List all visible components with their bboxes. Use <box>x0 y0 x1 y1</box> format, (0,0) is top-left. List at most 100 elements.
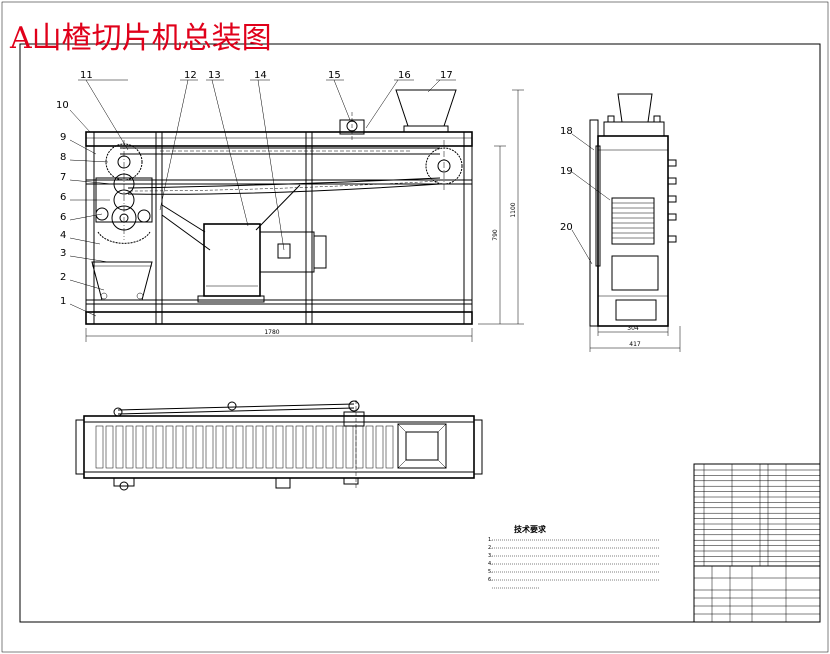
conveyor-slat <box>195 425 204 469</box>
conveyor-slat <box>215 425 224 469</box>
callout-11: 11 <box>80 70 93 81</box>
feed-hopper <box>395 89 457 133</box>
frame-leg-right <box>463 131 473 325</box>
conveyor-slat <box>135 425 144 469</box>
lower-drive-chain <box>127 177 441 195</box>
side-cutter-window <box>611 197 655 245</box>
top-view <box>75 400 483 491</box>
side-view: 304 417 <box>571 93 681 352</box>
notes-title: 技术要求 <box>514 524 547 534</box>
conveyor-slat <box>295 425 304 469</box>
note-6: 6. <box>488 577 493 583</box>
conveyor-slat <box>255 425 264 469</box>
note-5: 5. <box>488 569 493 575</box>
callout-19: 19 <box>560 166 573 177</box>
left-sprocket-group <box>95 140 153 244</box>
conveyor-slat <box>345 425 354 469</box>
conveyor-slat <box>355 425 364 469</box>
front-view: 1780 790 1100 <box>69 79 524 342</box>
top-feed-box <box>397 423 447 469</box>
side-top-block <box>603 121 665 137</box>
conveyor-slat <box>285 425 294 469</box>
conveyor-slat <box>265 425 274 469</box>
conveyor-slat <box>185 425 194 469</box>
callout-8: 8 <box>60 152 66 163</box>
callout-9: 9 <box>60 132 66 143</box>
callout-4: 4 <box>60 230 66 241</box>
callout-12: 12 <box>184 70 197 81</box>
conveyor-slat <box>225 425 234 469</box>
bearing-seat <box>339 112 365 140</box>
cutter-arc <box>97 231 151 244</box>
frame-base <box>85 311 473 325</box>
callout-16: 16 <box>398 70 411 81</box>
side-base-box <box>615 299 657 321</box>
conveyor-slat <box>385 425 394 469</box>
conveyor-slat <box>245 425 254 469</box>
reducer-box <box>203 223 261 297</box>
conveyor-slat <box>95 425 104 469</box>
motor-assembly <box>197 223 327 303</box>
side-shaft-rail <box>595 145 601 267</box>
front-leaders <box>69 79 456 317</box>
side-leaders <box>571 133 611 265</box>
front-dimensions <box>85 89 524 342</box>
callout-7: 7 <box>60 172 66 183</box>
conveyor-slat <box>145 425 154 469</box>
conveyor-slat <box>205 425 214 469</box>
frame-top-rail <box>85 131 473 147</box>
small-wheel-b <box>137 209 151 223</box>
conveyor-slat <box>315 425 324 469</box>
frame-brace-2 <box>161 204 206 233</box>
conveyor-slat <box>125 425 134 469</box>
dim-front-width: 1780 <box>264 329 279 336</box>
conveyor-slat <box>175 425 184 469</box>
frame-leg-mid-left <box>155 131 163 325</box>
conveyor-slat <box>335 425 344 469</box>
outlet-hopper <box>91 261 153 301</box>
conveyor-slat <box>325 425 334 469</box>
drawing-title: A山楂切片机总装图 <box>9 21 272 56</box>
callout-3: 3 <box>60 248 66 259</box>
conveyor-slat <box>115 425 124 469</box>
conveyor-slat <box>365 425 374 469</box>
dim-side-inner-width: 304 <box>627 325 639 332</box>
top-frame <box>83 415 475 479</box>
technical-notes: 技术要求 1. 2. 3. 4. 5. 6. <box>488 524 660 589</box>
title-block <box>693 565 821 623</box>
dim-front-inner-height: 790 <box>492 229 499 241</box>
frame-brace-3 <box>255 184 301 231</box>
side-lower-housing <box>611 255 659 291</box>
dim-side-outer-width: 417 <box>629 341 641 348</box>
callout-6: 6 <box>60 192 66 203</box>
side-feed-hopper <box>617 93 653 123</box>
note-2: 2. <box>488 545 493 551</box>
callout-1: 1 <box>60 296 66 307</box>
motor-end <box>313 235 327 269</box>
note-4: 4. <box>488 561 493 567</box>
right-sprocket <box>425 140 463 192</box>
conveyor-slat <box>165 425 174 469</box>
dim-front-height: 1100 <box>510 202 517 217</box>
callout-5: 6 <box>60 212 66 223</box>
motor-base <box>197 295 265 303</box>
parts-list-table <box>693 463 821 567</box>
side-body <box>597 135 669 327</box>
conveyor-slat <box>155 425 164 469</box>
conveyor-slat <box>375 425 384 469</box>
callout-14: 14 <box>254 70 267 81</box>
conveyor-slat <box>105 425 114 469</box>
side-plate-left <box>589 119 599 327</box>
callout-17: 17 <box>440 70 453 81</box>
frame-brace <box>161 214 211 251</box>
motor-pulley <box>277 243 291 259</box>
conveyor-slat <box>305 425 314 469</box>
top-conveyor-chain <box>120 147 440 155</box>
conveyor-slat <box>275 425 284 469</box>
callout-18: 18 <box>560 126 573 137</box>
note-3: 3. <box>488 553 493 559</box>
callout-2: 2 <box>60 272 66 283</box>
callout-15: 15 <box>328 70 341 81</box>
callout-20: 20 <box>560 222 573 233</box>
